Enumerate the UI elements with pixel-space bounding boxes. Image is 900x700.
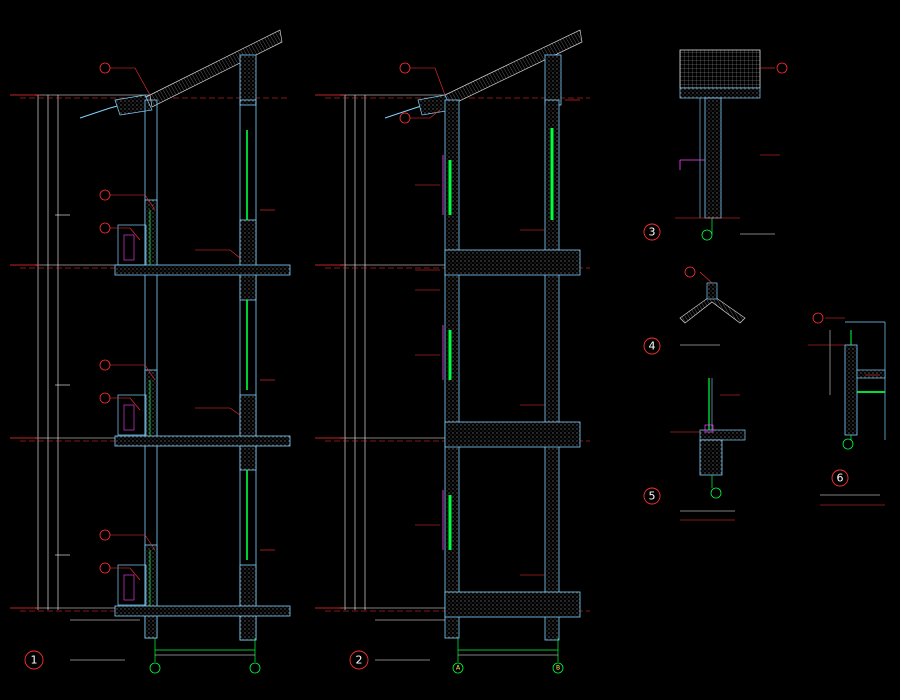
axis-bubble-b-label: B bbox=[556, 665, 560, 672]
section-1-exterior-wall bbox=[144, 99, 158, 639]
section-marker-3-number: 3 bbox=[649, 226, 656, 239]
section-1-roof bbox=[79, 29, 283, 119]
section-marker-3: 3 bbox=[643, 223, 661, 241]
section-marker-2: 2 bbox=[349, 650, 369, 670]
detail-6-eave: 6 bbox=[808, 312, 886, 506]
section-marker-4-number: 4 bbox=[649, 340, 656, 353]
section-marker-1: 1 bbox=[24, 650, 44, 670]
section-marker-2-number: 2 bbox=[356, 654, 363, 667]
section-1-railings bbox=[117, 210, 151, 606]
section-1-floor-slabs bbox=[114, 264, 291, 617]
section-2-bottom-dimension bbox=[375, 619, 559, 662]
detail-5-railing-base: 5 bbox=[643, 378, 746, 521]
section-marker-4: 4 bbox=[643, 337, 661, 355]
axis-bubble-a: A bbox=[452, 662, 464, 674]
section-marker-5-number: 5 bbox=[649, 490, 656, 503]
axis-bubble-b: B bbox=[552, 662, 564, 674]
axis-bubble-a-label: A bbox=[456, 665, 461, 672]
section-marker-6-number: 6 bbox=[837, 472, 844, 485]
section-marker-6: 6 bbox=[831, 469, 849, 487]
section-1-leaders bbox=[110, 67, 275, 581]
section-1-interior-wall bbox=[239, 99, 257, 641]
section-1-level-marks bbox=[10, 94, 40, 609]
detail-3-parapet: 3 bbox=[643, 49, 788, 241]
section-2-interior-wall bbox=[544, 99, 560, 641]
section-marker-5: 5 bbox=[643, 487, 661, 505]
section-2-exterior-wall bbox=[442, 99, 460, 639]
section-2-wall-detail: A B 2 bbox=[315, 29, 590, 674]
section-1-bottom-dimension bbox=[70, 619, 261, 674]
section-1-dimension-chain bbox=[35, 94, 150, 610]
section-1-wall-detail: 1 bbox=[10, 29, 291, 674]
section-marker-1-number: 1 bbox=[31, 654, 38, 667]
section-2-floor-slabs bbox=[444, 249, 581, 618]
detail-4-ridge: 4 bbox=[643, 266, 746, 355]
